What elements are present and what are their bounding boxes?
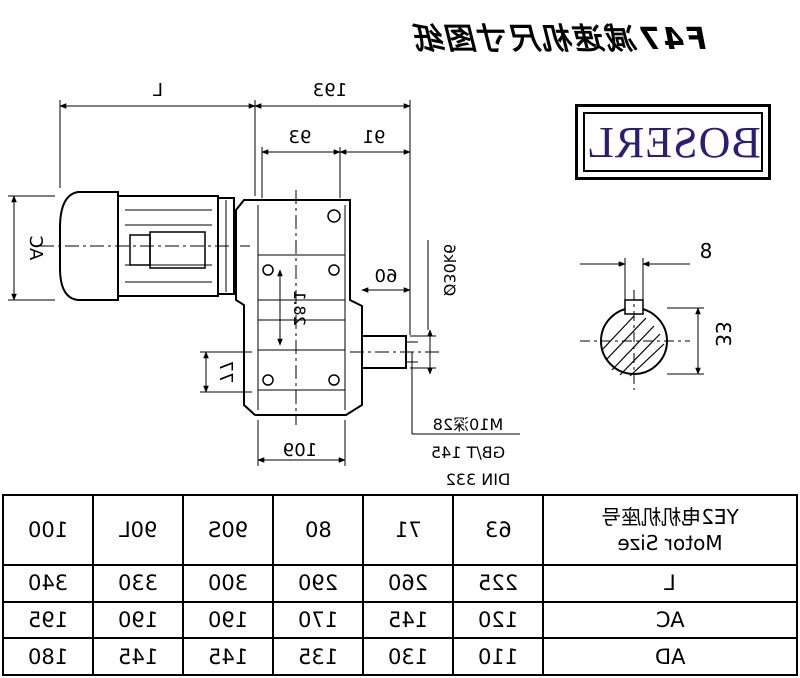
- dim-AC-label: AC: [25, 236, 46, 261]
- table-cell: 195: [2, 600, 94, 640]
- table-cell: 340: [2, 564, 94, 603]
- dim-60-label: 60: [375, 266, 398, 287]
- size-cell: 90S: [182, 494, 274, 566]
- size-cell: 80: [272, 494, 364, 566]
- dim-91-label: 91: [363, 127, 386, 148]
- row-label: AC: [542, 600, 798, 640]
- table-row-sizes: 100 90L 90S 80 71 63 YE2电机机座号 Motor Size: [2, 494, 798, 566]
- dim-L-label: L: [153, 80, 163, 101]
- table-header-cell: YE2电机机座号 Motor Size: [542, 494, 798, 566]
- table-cell: 145: [92, 637, 184, 676]
- table-cell: 135: [272, 637, 364, 676]
- table-cell: 225: [452, 564, 544, 603]
- table-row-AC: 195 190 190 170 145 120 AC: [2, 600, 798, 640]
- table-row-AD: 180 145 145 135 130 110 AD: [2, 637, 798, 676]
- table-row-L: 340 330 300 290 260 225 L: [2, 564, 798, 603]
- row-label: L: [542, 564, 798, 603]
- size-cell: 63: [452, 494, 544, 566]
- table-cell: 300: [182, 564, 274, 603]
- table-cell: 130: [362, 637, 454, 676]
- table-cell: 145: [362, 600, 454, 640]
- dim-30-label: Ø30k6: [440, 244, 459, 296]
- table-cell: 145: [182, 637, 274, 676]
- table-cell: 330: [92, 564, 184, 603]
- table-cell: 190: [182, 600, 274, 640]
- table-cell: 180: [2, 637, 94, 676]
- table-cell: 120: [452, 600, 544, 640]
- table-cell: 290: [272, 564, 364, 603]
- brand-logo-inner: BOSERL: [583, 112, 763, 172]
- dim-109-label: 109: [283, 440, 317, 461]
- key-height-label: 33: [711, 321, 735, 346]
- dim-77-label: 77: [215, 361, 236, 384]
- size-cell: 100: [2, 494, 94, 566]
- dimension-labels: L 193 93 91 AC 60 Ø30k6 28.1 77 109 M10深…: [25, 80, 510, 489]
- size-cell: 71: [362, 494, 454, 566]
- dim-93-label: 93: [289, 127, 312, 148]
- table-cell: 260: [362, 564, 454, 603]
- key-width-label: 8: [700, 239, 713, 263]
- gearbox-housing: [235, 199, 363, 416]
- table-cell: 170: [272, 600, 364, 640]
- dim-28-label: 28.1: [290, 290, 309, 326]
- header-line-2: Motor Size: [617, 531, 723, 555]
- thread-spec-label: M10深28: [433, 415, 504, 434]
- table-cell: 110: [452, 637, 544, 676]
- row-label: AD: [542, 637, 798, 676]
- motor-size-table: 100 90L 90S 80 71 63 YE2电机机座号 Motor Size…: [2, 494, 798, 676]
- gear-reducer-drawing: L 193 93 91 AC 60 Ø30k6 28.1 77 109 M10深…: [8, 80, 735, 489]
- size-cell: 90L: [92, 494, 184, 566]
- table-cell: 190: [92, 600, 184, 640]
- thread-standard-gb: GB/T 145: [431, 443, 505, 462]
- dim-193-label: 193: [313, 80, 347, 101]
- header-line-1: YE2电机机座号: [601, 505, 739, 529]
- center-lines: [40, 190, 440, 425]
- dimension-lines: [8, 100, 520, 466]
- thread-standard-din: DIN 332: [446, 470, 511, 489]
- shaft-section-view: 8 33: [580, 239, 735, 390]
- brand-logo-box: BOSERL: [575, 104, 771, 180]
